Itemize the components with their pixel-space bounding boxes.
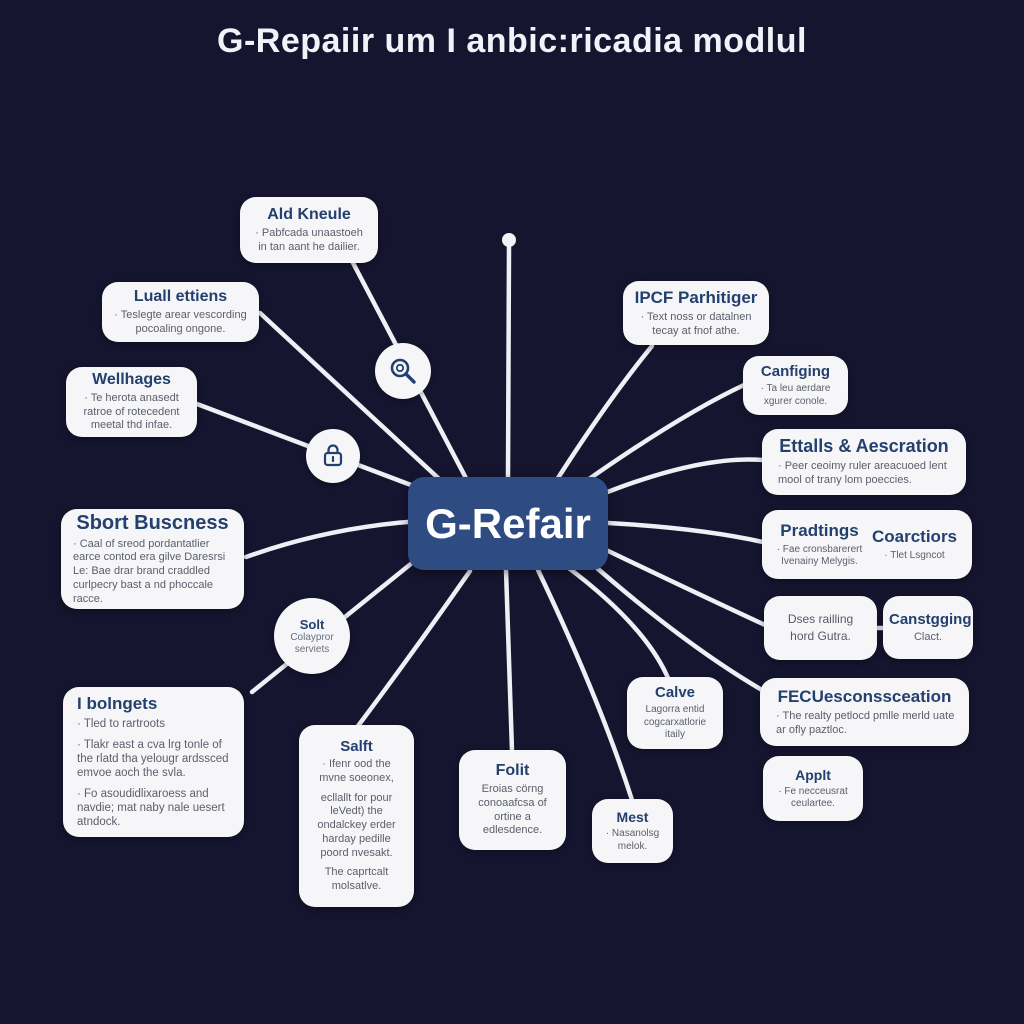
node-body: · Peer ceoimy ruler areacuoed lent mool … bbox=[778, 460, 947, 486]
node-wellhages: Wellhages · Te herota anasedt ratroe of … bbox=[66, 367, 197, 437]
connector-luall-ettiens bbox=[257, 310, 453, 492]
node-body: · Tlakr east a cva lrg tonle of the rlat… bbox=[77, 738, 229, 780]
node-body: · Teslegte arear vescording pocoaling on… bbox=[114, 308, 247, 335]
node-title: Wellhages bbox=[92, 370, 171, 388]
node-body: Colaypror serviets bbox=[290, 631, 334, 655]
node-title: Applt bbox=[795, 766, 831, 783]
node-body: · The realty petlocd pmlle merld uate ar… bbox=[776, 709, 955, 736]
node-title: Calve bbox=[654, 684, 696, 702]
node-title: Ald Kneule bbox=[267, 205, 351, 223]
node-body: hord Gutra. bbox=[790, 629, 851, 643]
node-body: · Nasanolsg melok. bbox=[605, 828, 660, 852]
node-sbort-buscness: Sbort Buscness · Caal of sreod pordantat… bbox=[61, 509, 244, 609]
connector-calve bbox=[563, 563, 671, 681]
central-node: G-Refair bbox=[408, 477, 608, 570]
connector-sbort-buscness bbox=[243, 518, 423, 560]
node-body: · Text noss or datalnen tecay at fnof at… bbox=[640, 310, 752, 337]
magnifier-glyph bbox=[390, 358, 416, 384]
node-canfiging: Canfiging · Ta leu aerdare xgurer conole… bbox=[743, 356, 848, 415]
node-i-bolngets: I bolngets · Tled to rartroots · Tlakr e… bbox=[63, 687, 244, 837]
connector-salft bbox=[355, 568, 473, 729]
node-body: · Tled to rartroots bbox=[77, 718, 165, 731]
node-folit: Folit Eroias cörng conoaafcsa of ortine … bbox=[459, 750, 566, 850]
node-title: Luall ettiens bbox=[133, 287, 228, 305]
node-body: Lagorra entid cogcarxatlorie itaily bbox=[643, 704, 707, 741]
node-ald-kneule: Ald Kneule · Pabfcada unaastoeh in tan a… bbox=[240, 197, 378, 263]
connector-ipcf bbox=[555, 343, 655, 481]
connector-mest bbox=[535, 567, 635, 803]
node-body: · Fo asoudidlixaroess and navdie; mat na… bbox=[77, 787, 225, 829]
lock-icon bbox=[306, 429, 360, 483]
connector-top-dot bbox=[505, 244, 512, 480]
node-calve: Calve Lagorra entid cogcarxatlorie itail… bbox=[627, 677, 723, 749]
connector-fecu bbox=[587, 559, 765, 693]
node-body: · Ta leu aerdare xgurer conole. bbox=[760, 383, 831, 407]
node-dses-railling: Dses railling hord Gutra. bbox=[764, 596, 877, 660]
node-canstgging: Canstgging Clact. bbox=[883, 596, 973, 659]
connector-dses bbox=[599, 545, 768, 628]
coarctiors-column: Coarctiors · Tlet Lsgncot bbox=[867, 527, 962, 563]
node-title: Salft bbox=[340, 738, 373, 756]
node-title: Mest bbox=[616, 809, 649, 825]
node-applt: Applt · Fe necceusrat ceulartee. bbox=[763, 756, 863, 821]
node-title: Sbort Buscness bbox=[76, 511, 229, 534]
node-pradtings-coarctiors: Pradtings · Fae cronsbarerert Ivenainy M… bbox=[762, 510, 972, 579]
node-body: Eroias cörng conoaafcsa of ortine a edle… bbox=[478, 783, 547, 837]
node-ettalls-aescration: Ettalls & Aescration · Peer ceoimy ruler… bbox=[762, 429, 966, 495]
magnifier-icon bbox=[375, 343, 431, 399]
connector-ettalls bbox=[597, 457, 766, 498]
node-body: · Fae cronsbarerert Ivenainy Melygis. bbox=[776, 543, 863, 568]
node-title: Canstgging bbox=[889, 610, 972, 628]
node-body: The caprtcalt molsatlve. bbox=[324, 866, 389, 893]
node-body: · Caal of sreod pordantatlier earce cont… bbox=[73, 537, 226, 605]
node-salft: Salft · Ifenr ood the mvne soeonex, ecll… bbox=[299, 725, 414, 907]
page-title: G-Repaiir um I anbic:ricadia modlul bbox=[217, 22, 807, 60]
branch-dot bbox=[502, 233, 516, 247]
connector-canfiging bbox=[579, 382, 747, 487]
node-fecuesconssceation: FECUesconssceation · The realty petlocd … bbox=[760, 678, 969, 746]
central-node-label: G-Refair bbox=[425, 499, 591, 547]
connector-folit bbox=[503, 567, 515, 754]
node-body: · Tlet Lsgncot bbox=[884, 549, 945, 561]
node-solt: Solt Colaypror serviets bbox=[274, 598, 350, 674]
node-title: Solt bbox=[299, 616, 325, 632]
node-title: IPCF Parhitiger bbox=[634, 287, 758, 307]
node-title: I bolngets bbox=[77, 694, 158, 714]
node-body: ecllallt for pour leVedt) the ondalckey … bbox=[317, 791, 396, 859]
node-body: Dses railling bbox=[787, 612, 854, 626]
lock-glyph bbox=[323, 444, 343, 467]
connector-pradtings bbox=[605, 520, 766, 545]
node-title: Coarctiors bbox=[871, 526, 958, 546]
node-body: · Te herota anasedt ratroe of rotecedent… bbox=[83, 391, 180, 432]
node-title: Pradtings bbox=[780, 520, 859, 540]
node-title: Folit bbox=[495, 762, 530, 779]
node-ipcf-parhitiger: IPCF Parhitiger · Text noss or datalnen … bbox=[623, 281, 769, 345]
node-mest: Mest · Nasanolsg melok. bbox=[592, 799, 673, 863]
node-title: Ettalls & Aescration bbox=[779, 436, 949, 457]
pradtings-column: Pradtings · Fae cronsbarerert Ivenainy M… bbox=[772, 521, 867, 569]
node-luall-ettiens: Luall ettiens · Teslegte arear vescordin… bbox=[102, 282, 259, 342]
node-body: Clact. bbox=[913, 630, 943, 643]
node-body: · Pabfcada unaastoeh in tan aant he dail… bbox=[255, 226, 363, 253]
node-title: FECUesconssceation bbox=[777, 686, 952, 706]
node-title: Canfiging bbox=[760, 363, 831, 380]
node-body: · Ifenr ood the mvne soeonex, bbox=[319, 758, 394, 784]
node-body: · Fe necceusrat ceulartee. bbox=[778, 785, 848, 810]
